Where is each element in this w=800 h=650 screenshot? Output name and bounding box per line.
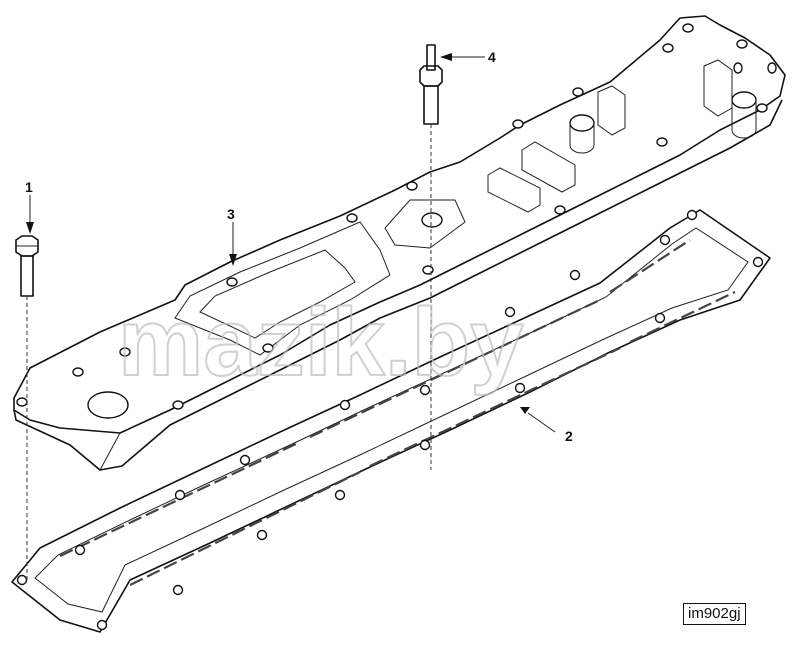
cover-plate-top-face — [13, 15, 786, 434]
cover-plate-inner-opening — [199, 249, 356, 339]
gasket-bolt-holes — [16, 209, 764, 631]
capscrew-head — [15, 235, 39, 257]
gasket-inner-outline — [34, 227, 749, 613]
cover-plate-cylindrical-bosses — [569, 62, 777, 154]
cover-plate-bottom-edge — [13, 99, 783, 471]
stud-upper-thread — [426, 44, 436, 71]
stud-lower-thread — [423, 85, 439, 125]
callout-leaders — [26, 53, 556, 433]
capscrew-shank — [20, 255, 34, 297]
reference-code-label: im902gj — [683, 603, 746, 625]
cover-plate — [13, 15, 786, 471]
cover-plate-inner-rim — [174, 221, 391, 356]
watermark: mazik.by — [118, 289, 524, 396]
cover-plate-brackets — [487, 59, 733, 213]
cover-plate-port-hole — [87, 391, 129, 419]
callout-2: 2 — [565, 428, 573, 444]
callout-4: 4 — [488, 49, 496, 65]
cover-plate-bolt-holes — [16, 23, 768, 410]
capscrew — [15, 235, 39, 580]
cover-plate-front-edge — [99, 432, 121, 471]
gasket — [11, 209, 771, 633]
gasket-sealing-beads — [59, 239, 736, 586]
callout-labels: 1 2 3 4 — [25, 49, 573, 444]
stud — [419, 44, 443, 470]
stud-collar — [419, 65, 443, 87]
callout-1: 1 — [25, 179, 33, 195]
callout-3: 3 — [227, 206, 235, 222]
cover-plate-boss — [384, 199, 466, 249]
gasket-outer-outline — [11, 209, 771, 633]
